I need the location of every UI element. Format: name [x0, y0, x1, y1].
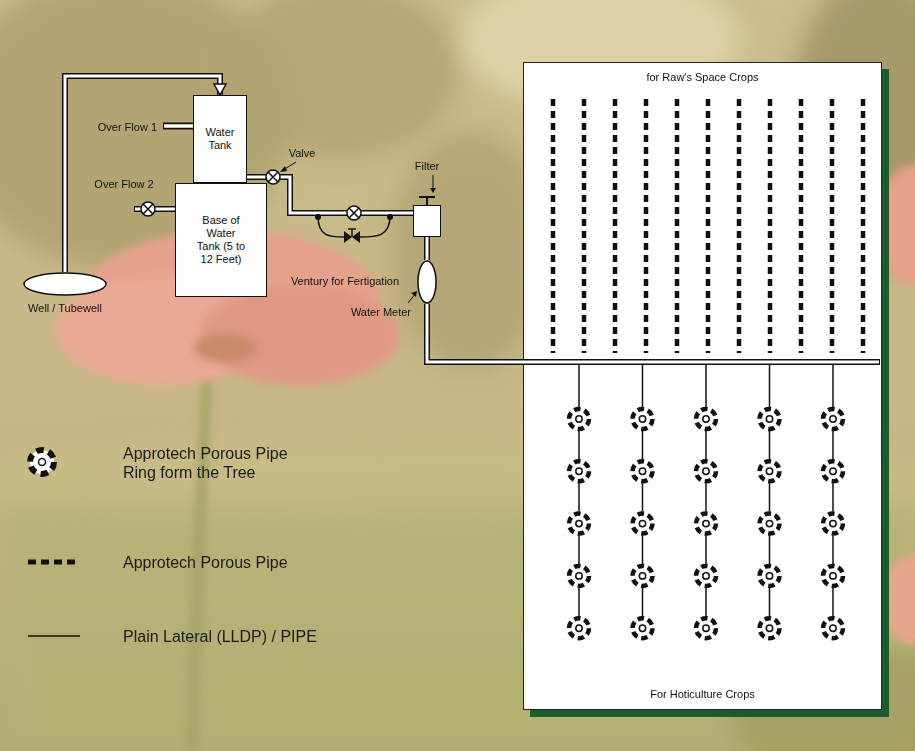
ellipse-outline — [417, 260, 437, 304]
water-pipe — [427, 304, 523, 362]
valve-symbol — [141, 202, 155, 216]
text-slot: For Hoticulture Crops — [524, 688, 881, 701]
tree-ring — [567, 407, 591, 431]
filter-label: Filter — [415, 160, 439, 172]
porous-pipe — [768, 99, 773, 353]
tree-ring — [631, 616, 655, 640]
main-pipe-core — [523, 361, 879, 364]
field-layout — [524, 63, 881, 709]
porous-pipe — [799, 99, 804, 353]
water-pipe — [427, 237, 428, 260]
text-slot: Water Meter — [351, 306, 411, 319]
porous-pipe — [830, 99, 835, 353]
tree-ring — [567, 512, 591, 536]
leader-line — [430, 175, 436, 193]
tree-ring — [631, 407, 655, 431]
text-slot: Over Flow 1 — [98, 121, 157, 134]
text-slot: Approtech Porous Pipe — [123, 553, 288, 572]
text-slot: Over Flow 2 — [94, 178, 153, 191]
tree-ring — [694, 616, 718, 640]
leader-line — [408, 291, 417, 303]
legend-ring-sample — [30, 450, 54, 474]
tree-ring — [694, 512, 718, 536]
meter-label: Water Meter — [351, 306, 411, 318]
porous-pipe — [706, 99, 711, 353]
tank-box: Base of Water Tank (5 to 12 Feet) — [175, 183, 267, 297]
overflow-pipe — [163, 126, 193, 127]
tree-ring — [631, 564, 655, 588]
tree-ring — [758, 616, 782, 640]
filter-housing: Filter — [413, 205, 441, 237]
text-slot: for Raw's Space Crops — [524, 71, 881, 84]
tree-ring — [567, 459, 591, 483]
plain-lateral — [832, 365, 834, 628]
tree-ring — [758, 407, 782, 431]
porous-pipe — [861, 99, 866, 353]
porous-pipe — [644, 99, 649, 353]
tree-ring — [758, 459, 782, 483]
tank-label: Base of Water Tank (5 to 12 Feet) — [196, 214, 246, 266]
panel-caption: For Hoticulture Crops — [650, 688, 755, 700]
tree-ring — [758, 564, 782, 588]
legend-dash-sample — [28, 560, 80, 565]
porous-pipe — [551, 99, 556, 353]
text-slot: Well / Tubewell — [28, 302, 102, 315]
tree-ring — [821, 459, 845, 483]
tree-ring — [567, 564, 591, 588]
legend-line-sample — [28, 635, 80, 637]
tree-ring — [821, 407, 845, 431]
text-slot: Ventury for Fertigation — [291, 275, 399, 288]
text-slot: Valve — [289, 147, 316, 160]
valve-symbol — [266, 170, 280, 184]
tree-ring — [821, 616, 845, 640]
legend-text: Plain Lateral (LLDP) / PIPE — [123, 628, 317, 645]
tree-ring — [694, 459, 718, 483]
text-slot: Plain Lateral (LLDP) / PIPE — [123, 627, 317, 646]
part-label: Over Flow 1 — [98, 121, 157, 133]
leader-line — [280, 162, 296, 172]
tree-ring — [821, 564, 845, 588]
part-label: Valve — [289, 147, 316, 159]
tree-ring — [821, 512, 845, 536]
valve-symbol — [347, 206, 361, 220]
plain-lateral — [642, 365, 644, 628]
filter-cap — [419, 197, 435, 205]
panel-caption: for Raw's Space Crops — [646, 71, 758, 83]
tank-box: Water Tank — [193, 95, 247, 183]
tree-ring — [631, 512, 655, 536]
legend-text: Approtech Porous Pipe Ring form the Tree — [123, 445, 288, 481]
plain-lateral — [578, 365, 580, 628]
field-panel: for Raw's Space CropsFor Hoticulture Cro… — [523, 62, 882, 710]
well-shape: Well / Tubewell — [23, 272, 107, 296]
tree-ring — [631, 459, 655, 483]
water-meter: Water Meter — [417, 260, 437, 304]
tree-ring — [694, 564, 718, 588]
tree-ring — [758, 512, 782, 536]
text-block: Base of Water Tank (5 to 12 Feet) — [196, 214, 246, 266]
plain-lateral — [769, 365, 771, 628]
text-slot: Filter — [415, 160, 439, 173]
porous-pipe — [675, 99, 680, 353]
porous-pipe — [582, 99, 587, 353]
venturi-bypass — [315, 214, 393, 243]
main-pipe — [523, 359, 880, 365]
text-block: Water Tank — [196, 126, 244, 152]
part-label: Ventury for Fertigation — [291, 275, 399, 287]
tree-ring — [567, 616, 591, 640]
plain-lateral — [705, 365, 707, 628]
legend-text: Approtech Porous Pipe — [123, 554, 288, 571]
arrow-head — [214, 84, 226, 95]
part-label: Over Flow 2 — [94, 178, 153, 190]
well-label: Well / Tubewell — [28, 302, 102, 314]
tank-label: Water Tank — [196, 126, 244, 152]
porous-pipe — [737, 99, 742, 353]
tree-ring — [694, 407, 718, 431]
text-slot: Approtech Porous Pipe Ring form the Tree — [123, 444, 318, 482]
porous-pipe — [613, 99, 618, 353]
ellipse-outline — [23, 272, 107, 296]
